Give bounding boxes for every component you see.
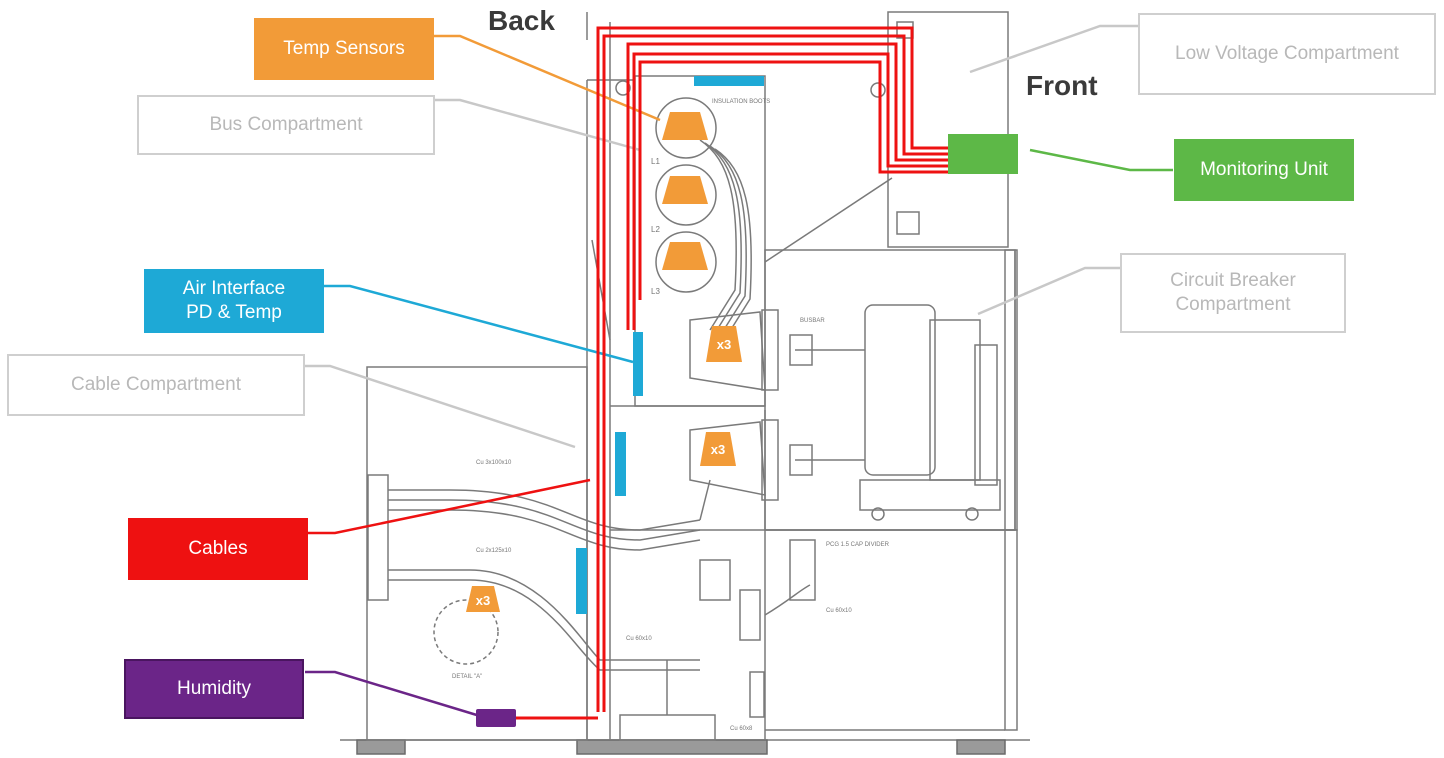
temp-sensors-label: Temp Sensors xyxy=(254,18,434,80)
temp-sensor-l2 xyxy=(662,176,708,204)
leader-bus-compartment xyxy=(432,98,641,152)
bus-compartment-label: Bus Compartment xyxy=(137,95,435,155)
monitoring-unit-box xyxy=(948,134,1018,174)
temp-sensor-middle-x3 xyxy=(700,432,736,466)
cables-label: Cables xyxy=(128,518,308,580)
leader-air-interface xyxy=(323,284,634,364)
leader-humidity xyxy=(305,670,481,718)
temp-sensor-l1 xyxy=(662,112,708,140)
note-cable-size-1: Cu 3x100x10 xyxy=(476,460,512,466)
note-cable-size-2: Cu 2x125x10 xyxy=(476,548,512,554)
circuit-breaker-compartment-label: Circuit Breaker Compartment xyxy=(1120,253,1346,333)
leader-bus-breaker xyxy=(764,177,893,263)
humidity-label: Humidity xyxy=(124,659,304,719)
x3-badge-middle: x3 xyxy=(711,442,725,457)
temp-sensor-upper-x3 xyxy=(706,326,742,362)
x3-badges: x3 x3 x3 xyxy=(476,337,731,608)
leader-lines xyxy=(305,24,1173,718)
x3-badge-lower: x3 xyxy=(476,593,490,608)
leader-cables xyxy=(308,478,591,535)
note-l3: L3 xyxy=(651,287,660,296)
back-heading: Back xyxy=(488,5,555,36)
drawing-annotations: INSULATION BOOTS L1 L2 L3 BUSBAR Cu 3x10… xyxy=(452,99,890,732)
red-cables xyxy=(516,26,948,720)
air-interface-label: Air Interface PD & Temp xyxy=(144,269,324,333)
front-heading: Front xyxy=(1026,70,1098,101)
leader-low-voltage xyxy=(969,24,1138,74)
note-l1: L1 xyxy=(651,157,660,166)
leader-temp-sensors xyxy=(432,34,661,122)
leader-cable-compartment xyxy=(305,364,576,449)
note-cap-divider: PCG 1.5 CAP DIVIDER xyxy=(826,542,890,548)
leader-monitoring xyxy=(1029,148,1173,172)
low-voltage-compartment-label: Low Voltage Compartment xyxy=(1138,13,1436,95)
note-l2: L2 xyxy=(651,225,660,234)
monitoring-top-stripe xyxy=(694,76,764,86)
x3-badge-upper: x3 xyxy=(717,337,731,352)
note-busbar: BUSBAR xyxy=(800,318,825,324)
humidity-sensor xyxy=(476,709,516,727)
cable-compartment-label: Cable Compartment xyxy=(7,354,305,416)
pd-sensor-middle xyxy=(615,432,626,496)
note-insulation-boots: INSULATION BOOTS xyxy=(712,99,770,105)
note-cable-size-4: Cu 60x10 xyxy=(826,608,852,614)
note-cable-size-5: Cu 60x8 xyxy=(730,726,753,732)
temp-sensor-l3 xyxy=(662,242,708,270)
note-cable-size-3: Cu 60x10 xyxy=(626,636,652,642)
monitoring-unit-label: Monitoring Unit xyxy=(1174,139,1354,201)
leader-circuit-breaker xyxy=(977,266,1120,316)
temp-sensor-lower-x3 xyxy=(466,586,500,612)
component-markers xyxy=(466,76,1018,727)
note-detail-a: DETAIL "A" xyxy=(452,674,482,680)
pd-sensor-upper xyxy=(633,332,643,396)
pd-sensor-lower xyxy=(576,548,587,614)
